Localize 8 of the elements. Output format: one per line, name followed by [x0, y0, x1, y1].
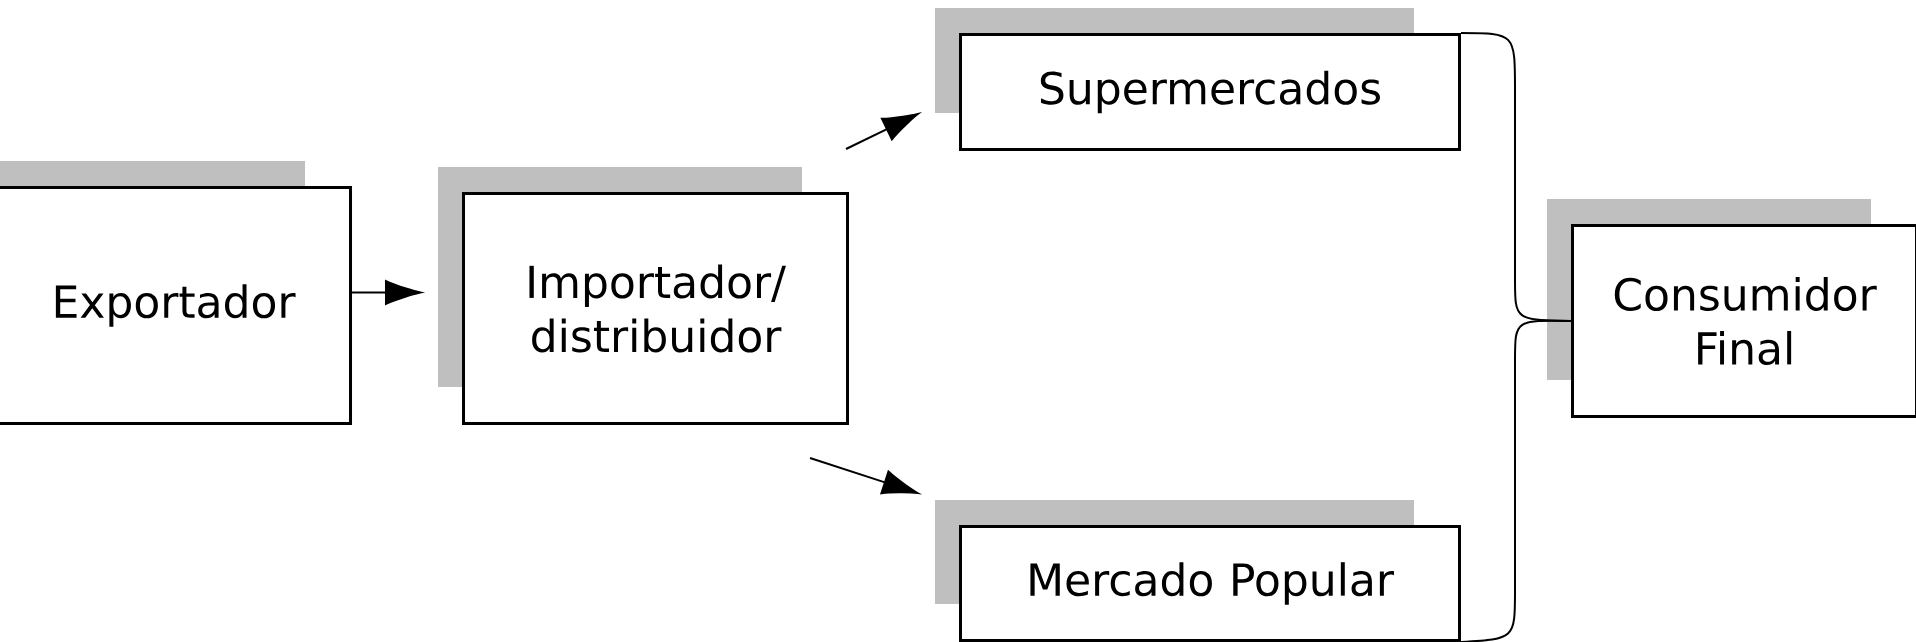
- process-box: Exportador: [0, 161, 352, 425]
- arrow: [809, 457, 919, 495]
- process-box: Importador/ distribuidor: [438, 167, 849, 425]
- process-box: Mercado Popular: [935, 500, 1461, 642]
- process-box: Consumidor Final: [1547, 199, 1916, 418]
- arrow: [845, 113, 919, 150]
- connector-line: [1460, 319, 1572, 642]
- process-box: Supermercados: [935, 8, 1461, 151]
